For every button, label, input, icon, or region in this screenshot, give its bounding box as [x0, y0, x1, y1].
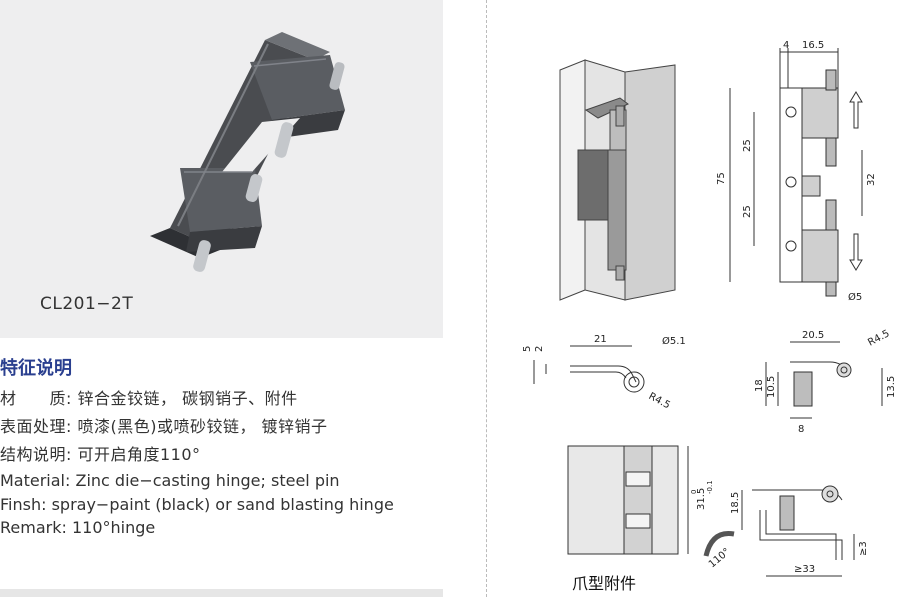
dim-profile-d51: Ø5.1	[662, 335, 686, 347]
dim-profile-2: 2	[534, 346, 545, 352]
product-model: CL201−2T	[40, 294, 134, 314]
dim-claw-tol-up: 0	[690, 490, 698, 494]
hinge-photo	[150, 32, 345, 272]
dim-front-a: 4	[783, 40, 789, 51]
claw-side-view	[567, 445, 689, 555]
dim-front-b: 16.5	[802, 40, 824, 51]
dim-claw-3: ≥3	[858, 541, 869, 556]
dim-front-pin: Ø5	[848, 291, 862, 303]
spec-material-cn: 材 质: 锌合金铰链， 碳钢销子、附件	[0, 389, 298, 408]
mount-view	[765, 341, 883, 419]
technical-drawings: 4 16.5 75 25 25 32 Ø5 21 Ø5.1 5 2 R4.5 2…	[522, 40, 897, 577]
dim-profile-r45: R4.5	[647, 391, 672, 411]
claw-section-view	[703, 485, 855, 577]
dim-front-lower: 25	[742, 205, 753, 218]
dim-front-upper: 25	[742, 139, 753, 152]
dim-profile-21: 21	[594, 334, 607, 345]
section-divider	[486, 0, 487, 597]
dim-claw-angle: 110°	[707, 546, 733, 570]
dim-claw-tol-down: -0.1	[706, 480, 714, 494]
dim-claw-185: 18.5	[730, 492, 741, 514]
spec-finish-en: Finsh: spray−paint (black) or sand blast…	[0, 495, 394, 514]
dim-front-stroke: 32	[866, 173, 877, 186]
dim-mount-205: 20.5	[802, 330, 824, 341]
spec-material-en: Material: Zinc die−casting hinge; steel …	[0, 471, 340, 490]
dim-front-total: 75	[716, 172, 727, 185]
profile-view	[533, 345, 645, 393]
spec-finish-cn: 表面处理: 喷漆(黑色)或喷砂铰链， 镀锌销子	[0, 417, 328, 436]
dim-profile-5: 5	[522, 346, 533, 352]
product-photo-area: CL201−2T	[0, 0, 443, 338]
dim-claw-315: 31.5	[696, 488, 707, 510]
features-title: 特征说明	[0, 358, 72, 379]
front-view	[729, 48, 863, 297]
isometric-view	[559, 59, 676, 301]
dim-mount-105: 10.5	[766, 376, 777, 398]
spec-structure-cn: 结构说明: 可开启角度110°	[0, 445, 201, 464]
bottom-bar	[0, 589, 443, 597]
spec-remark-en: Remark: 110°hinge	[0, 518, 156, 537]
dim-mount-135: 13.5	[886, 376, 897, 398]
dim-mount-8: 8	[798, 424, 804, 435]
dim-claw-33: ≥33	[794, 564, 815, 575]
dim-mount-r45: R4.5	[866, 328, 891, 348]
dim-mount-18: 18	[754, 379, 765, 392]
claw-attachment-label: 爪型附件	[572, 574, 637, 593]
